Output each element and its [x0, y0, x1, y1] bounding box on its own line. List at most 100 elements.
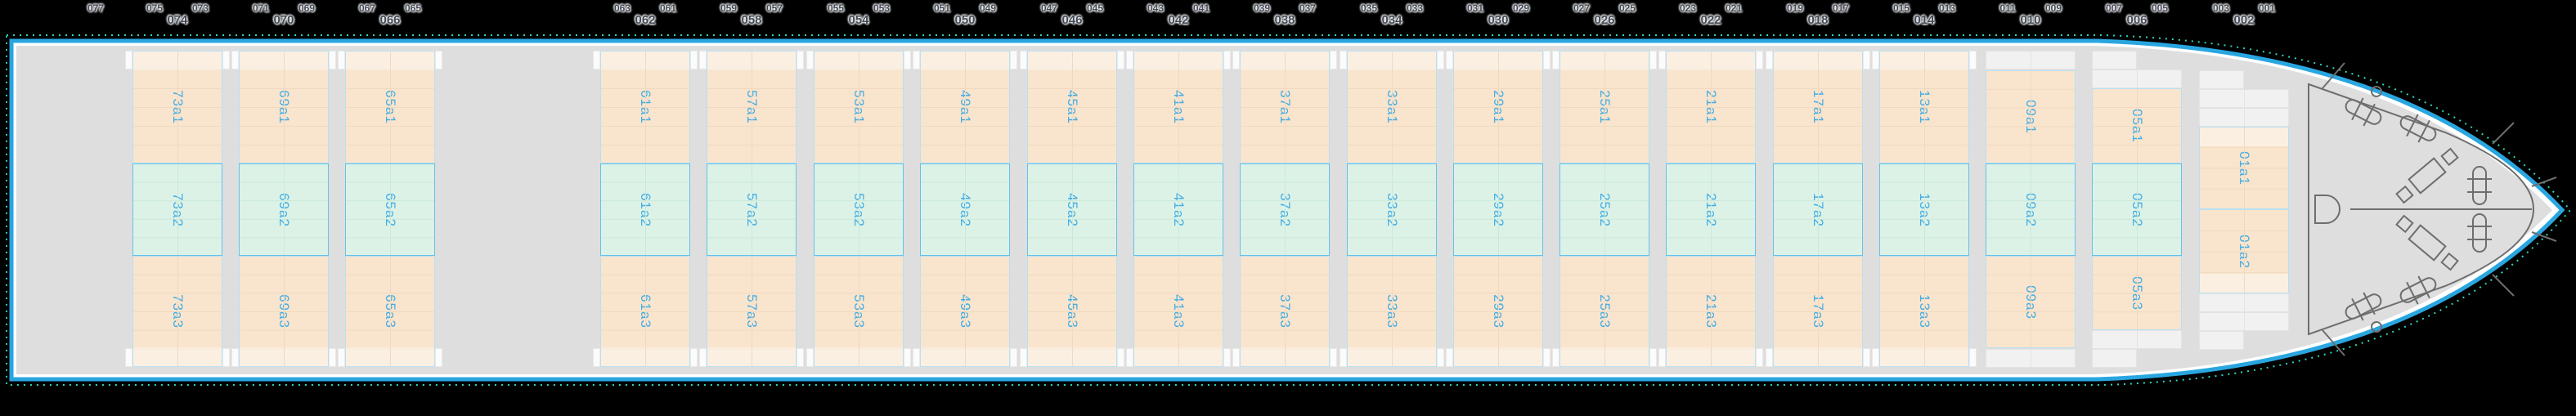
bay-cell-slot[interactable]: 49a2: [920, 163, 1010, 256]
hatch-corner-tab: [1340, 51, 1347, 69]
bay-cell-label: 41a1: [1134, 51, 1223, 163]
bay-cell-slot[interactable]: 29a3: [1453, 256, 1543, 367]
bay-cell-slot[interactable]: 65a1: [345, 51, 435, 163]
bay-01-ghost-bottom-2[interactable]: [2199, 331, 2244, 350]
bay-cell-slot[interactable]: 61a1: [600, 51, 690, 163]
bay-cell-slot[interactable]: 33a2: [1347, 163, 1437, 256]
bay-cell-slot[interactable]: 29a2: [1453, 163, 1543, 256]
bay-cell-slot[interactable]: 37a3: [1240, 256, 1330, 367]
bay-cell-slot[interactable]: 61a3: [600, 256, 690, 367]
hatch-corner-tab: [913, 51, 920, 69]
bay-cell-slot[interactable]: 25a3: [1560, 256, 1649, 367]
bay-cell-label-text: 45a1: [1064, 90, 1080, 124]
bay-cell-label-text: 41a3: [1170, 294, 1187, 329]
bay-cell-label: 73a1: [133, 51, 222, 163]
bay-cell-slot[interactable]: 17a3: [1773, 256, 1863, 367]
hatch-corner-tab: [593, 348, 600, 367]
bay-cell-slot[interactable]: 13a3: [1879, 256, 1969, 367]
bay-cell-slot[interactable]: 69a2: [239, 163, 329, 256]
hatch-corner-tab: [1863, 348, 1870, 367]
bay-cell-slot[interactable]: 61a2: [600, 163, 690, 256]
bay-cell-slot[interactable]: 73a3: [132, 256, 222, 367]
bay-01-ghost-bottom-1[interactable]: [2199, 312, 2289, 331]
bay-cell-slot[interactable]: 53a2: [814, 163, 904, 256]
bay-cell-slot[interactable]: 65a3: [345, 256, 435, 367]
bay-cell-slot[interactable]: 73a2: [132, 163, 222, 256]
bay-cell-slot[interactable]: 37a2: [1240, 163, 1330, 256]
bay-cell-slot[interactable]: 17a2: [1773, 163, 1863, 256]
hatch-end-shade: [133, 347, 222, 366]
bay-cell-slot[interactable]: 53a3: [814, 256, 904, 367]
ruler-label: 005: [2151, 2, 2169, 14]
bay-05-ghost-bottom-1[interactable]: [2092, 349, 2137, 368]
bay-cell-slot[interactable]: 49a1: [920, 51, 1010, 163]
bay-cell-slot[interactable]: 37a1: [1240, 51, 1330, 163]
bay-01-ghost-top-1[interactable]: [2199, 89, 2289, 108]
ruler-label: 013: [1938, 2, 1956, 14]
bay-cell-slot[interactable]: 05a3: [2092, 256, 2182, 330]
bay-cell-slot[interactable]: 01a2: [2199, 209, 2289, 293]
bay-cell-slot[interactable]: 05a2: [2092, 163, 2182, 256]
bay-cell-slot[interactable]: 49a3: [920, 256, 1010, 367]
bay-cell-slot[interactable]: 05a1: [2092, 88, 2182, 163]
bay-cell-slot[interactable]: 41a2: [1133, 163, 1223, 256]
hatch-end-shade: [601, 347, 689, 366]
bay-cell-slot[interactable]: 41a3: [1133, 256, 1223, 367]
bay-cell-label-text: 49a2: [957, 192, 973, 227]
bay-cell-slot[interactable]: 21a3: [1666, 256, 1756, 367]
bay-cell-slot[interactable]: 69a1: [239, 51, 329, 163]
bay-cell-slot[interactable]: 45a1: [1027, 51, 1117, 163]
bay-cell-slot[interactable]: 09a3: [1986, 256, 2076, 348]
bay-cell-slot[interactable]: 25a2: [1560, 163, 1649, 256]
bay-cell-slot[interactable]: 45a3: [1027, 256, 1117, 367]
bay-cell-slot[interactable]: 65a2: [345, 163, 435, 256]
bay-05-ghost-top-1[interactable]: [2092, 69, 2182, 88]
ruler-label: 066: [379, 13, 401, 27]
bay-cell-slot[interactable]: 53a1: [814, 51, 904, 163]
bay-cell-slot[interactable]: 09a2: [1986, 163, 2076, 256]
bay-cell-slot[interactable]: 21a2: [1666, 163, 1756, 256]
bollard-icon: [2345, 292, 2382, 321]
bay-cell-slot[interactable]: 21a1: [1666, 51, 1756, 163]
bay-cell-slot[interactable]: 33a1: [1347, 51, 1437, 163]
bay-cell-slot[interactable]: 33a3: [1347, 256, 1437, 367]
hatch-end-shade: [1880, 51, 1968, 70]
bay-cell-label-text: 65a1: [382, 90, 398, 124]
bay-05-ghost-top-0[interactable]: [2092, 51, 2137, 69]
bay-05-ghost-bottom-0[interactable]: [2092, 330, 2182, 349]
bay-cell-slot[interactable]: 57a1: [707, 51, 797, 163]
bay-cell-slot[interactable]: 25a1: [1560, 51, 1649, 163]
bay-01-ghost-top-0[interactable]: [2199, 70, 2244, 89]
bay-01-ghost-top-2[interactable]: [2199, 108, 2289, 127]
bay-cell-slot[interactable]: 45a2: [1027, 163, 1117, 256]
bay-cell-slot[interactable]: 57a3: [707, 256, 797, 367]
bay-cell-slot[interactable]: 29a1: [1453, 51, 1543, 163]
bay-cell-slot[interactable]: 69a3: [239, 256, 329, 367]
bay-cell-label-text: 13a3: [1916, 294, 1932, 329]
ruler-label: 070: [273, 13, 294, 27]
bay-09-ghost-top-0[interactable]: [1986, 51, 2076, 69]
bay-cell-slot[interactable]: 13a1: [1879, 51, 1969, 163]
ruler-label: 049: [979, 2, 997, 14]
hatch-end-shade: [601, 51, 689, 70]
bay-cell-label: 45a1: [1028, 51, 1116, 163]
bay-cell-label-text: 17a1: [1810, 90, 1826, 124]
bay-cell-slot[interactable]: 09a1: [1986, 70, 2076, 163]
bay-cell-label-text: 49a1: [957, 90, 973, 124]
bay-cell-slot[interactable]: 17a1: [1773, 51, 1863, 163]
ruler-label: 071: [252, 2, 270, 14]
bay-01-ghost-bottom-0[interactable]: [2199, 293, 2289, 312]
bay-09-ghost-bottom-0[interactable]: [1986, 349, 2076, 368]
bay-cell-slot[interactable]: 41a1: [1133, 51, 1223, 163]
bay-cell-label-text: 61a2: [637, 192, 653, 227]
bay-cell-slot[interactable]: 13a2: [1879, 163, 1969, 256]
bay-cell-slot[interactable]: 01a1: [2199, 127, 2289, 209]
bay-cell-slot[interactable]: 73a1: [132, 51, 222, 163]
bay-cell-slot[interactable]: 57a2: [707, 163, 797, 256]
hatch-corner-tab: [1117, 51, 1124, 69]
